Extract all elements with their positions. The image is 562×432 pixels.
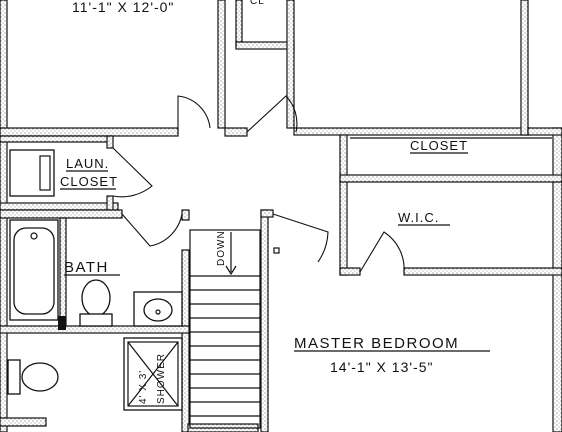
hall-closet-wall: [339, 134, 348, 276]
outer-wall-right: [552, 127, 562, 432]
laundry-label-line2: CLOSET: [60, 174, 118, 189]
hall-switch: [273, 247, 280, 254]
laundry-bottom-wall-left: [0, 202, 119, 211]
wic-label: W.I.C.: [398, 210, 439, 225]
wic-left-wall-stub: [339, 267, 361, 276]
top-closet-bottom-wall: [235, 41, 295, 50]
laundry-right-wall-bottom: [106, 195, 114, 211]
bedroom-tr-right-wall: [520, 0, 529, 136]
bath-top-wall: [0, 209, 123, 219]
top-closet-right-wall: [286, 0, 295, 129]
master-toilet-tank: [7, 359, 21, 395]
bath-right-wall: [181, 249, 190, 432]
wic-door-swing: [359, 231, 405, 273]
master-bedroom-dims: 14'-1" X 13'-5": [330, 359, 433, 375]
bedroom-tr-bottom-wall: [293, 127, 531, 136]
hall-door-left: [177, 95, 211, 132]
closet-bottom-wall: [339, 174, 562, 183]
bathtub-inner: [13, 227, 55, 315]
master-top-wall-left: [260, 209, 274, 218]
toilet-bowl: [81, 279, 111, 317]
laundry-door-swing: [112, 147, 153, 198]
top-closet-left-wall: [235, 0, 243, 49]
washer-inner: [39, 155, 51, 191]
bedroom-tl-bottom-wall-right: [224, 127, 248, 137]
shower-inner: [127, 341, 179, 407]
tub-drain: [30, 232, 38, 240]
master-door-swing: [272, 213, 329, 263]
master-toilet-bowl: [21, 362, 59, 392]
sink-drain: [155, 309, 161, 315]
closet-label: CLOSET: [410, 138, 468, 153]
bath-door-swing: [121, 213, 183, 247]
shower-dims: 4' X 3': [138, 370, 149, 404]
master-bath-bottom-wall: [0, 417, 47, 427]
bath-label: BATH: [64, 259, 109, 276]
stairs-arrow-head: [225, 265, 237, 276]
wic-bottom-wall: [403, 267, 562, 276]
bath-right-wall-top: [181, 209, 190, 221]
toilet-tank: [79, 313, 113, 327]
bath-bottom-wall: [0, 325, 190, 334]
staircase: [189, 229, 261, 429]
top-closet-label: CL: [250, 0, 265, 7]
laundry-right-wall-top: [106, 135, 114, 149]
bedroom-tl-right-wall: [217, 0, 226, 129]
shower-label: SHOWER: [156, 353, 167, 404]
bedroom-tl-bottom-wall-left: [0, 127, 179, 137]
bedroom-tl-dims: 11'-1" X 12'-0": [72, 0, 174, 15]
laundry-label-line1: LAUN.: [66, 156, 109, 171]
bath-threshold: [58, 316, 66, 330]
washer: [9, 149, 55, 197]
master-bedroom-title: MASTER BEDROOM: [294, 335, 459, 352]
master-left-wall: [260, 209, 269, 432]
stairs-label: DOWN: [216, 230, 227, 266]
hall-door-right: [246, 95, 298, 133]
shower-diag2: [127, 341, 179, 407]
bedroom-tr-bottom-right: [527, 127, 562, 136]
laundry-top-wall: [0, 135, 113, 143]
